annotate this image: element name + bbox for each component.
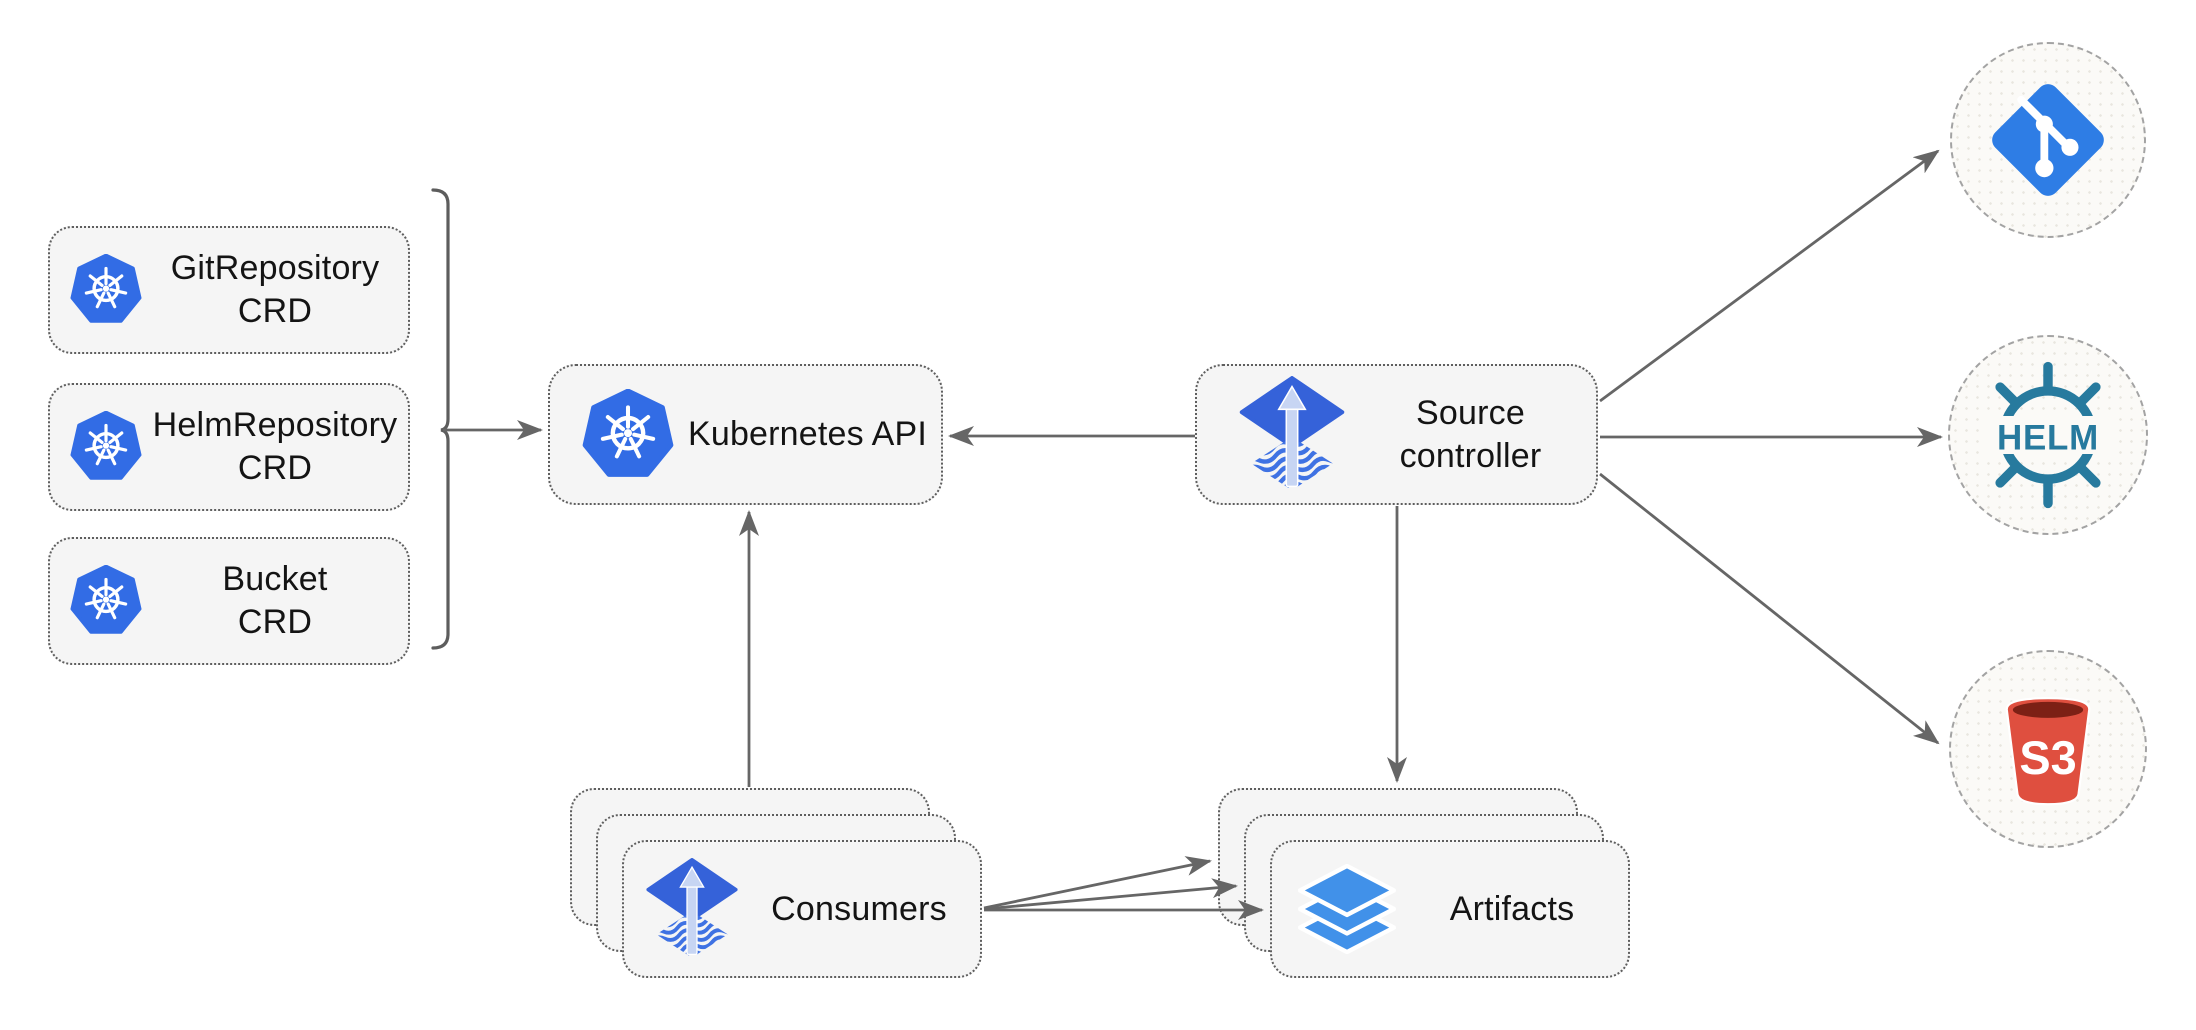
node-label: HelmRepository CRD bbox=[142, 404, 408, 490]
node-label-line1: Artifacts bbox=[1449, 889, 1575, 928]
flux-icon bbox=[1239, 376, 1345, 494]
node-bucket-crd: Bucket CRD bbox=[48, 537, 410, 665]
node-label: Source controller bbox=[1345, 392, 1596, 478]
node-label: Kubernetes API bbox=[674, 413, 941, 456]
node-label: GitRepository CRD bbox=[142, 247, 408, 333]
edge-source-to-git bbox=[1599, 149, 1940, 403]
edge-source-to-s3 bbox=[1599, 472, 1940, 745]
layers-icon bbox=[1298, 864, 1396, 954]
helm-icon: HELM bbox=[1981, 361, 2115, 509]
node-gitrepository-crd: GitRepository CRD bbox=[48, 226, 410, 354]
node-consumers: Consumers bbox=[622, 840, 982, 978]
node-git-provider bbox=[1950, 42, 2146, 238]
node-label-line1: Consumers bbox=[771, 889, 947, 928]
node-helm-provider: HELM bbox=[1948, 335, 2148, 535]
kubernetes-icon bbox=[582, 389, 674, 481]
node-label-line2: CRD bbox=[237, 292, 313, 330]
node-label: Bucket CRD bbox=[142, 558, 408, 644]
node-label-line2: controller bbox=[1399, 436, 1542, 475]
kubernetes-icon bbox=[70, 565, 142, 637]
node-label: Consumers bbox=[738, 888, 980, 931]
node-label-line2: CRD bbox=[237, 603, 313, 641]
s3-wordmark: S3 bbox=[2019, 732, 2076, 784]
helm-wordmark: HELM bbox=[1997, 418, 2099, 457]
node-s3-provider: S3 bbox=[1949, 650, 2147, 848]
node-source-controller: Source controller bbox=[1195, 364, 1598, 505]
crd-group-bracket bbox=[431, 188, 450, 650]
edge-consumers-to-artifacts-mid bbox=[983, 878, 1238, 911]
edge-consumers-to-artifacts-back bbox=[983, 856, 1212, 910]
kubernetes-icon bbox=[70, 411, 142, 483]
s3-bucket-icon: S3 bbox=[2005, 696, 2091, 805]
node-kubernetes-api: Kubernetes API bbox=[548, 364, 943, 505]
git-icon bbox=[1992, 84, 2104, 196]
flux-icon bbox=[646, 858, 738, 961]
node-label-line1: GitRepository bbox=[170, 249, 380, 287]
node-label: Artifacts bbox=[1396, 888, 1628, 931]
kubernetes-icon bbox=[70, 254, 142, 326]
node-label-line1: Source bbox=[1416, 393, 1525, 432]
node-label-line1: Kubernetes API bbox=[687, 415, 928, 453]
node-artifacts: Artifacts bbox=[1270, 840, 1630, 978]
node-label-line2: CRD bbox=[237, 449, 313, 487]
node-label-line1: Bucket bbox=[222, 560, 328, 598]
node-helmrepository-crd: HelmRepository CRD bbox=[48, 383, 410, 511]
node-label-line1: HelmRepository bbox=[152, 406, 398, 444]
